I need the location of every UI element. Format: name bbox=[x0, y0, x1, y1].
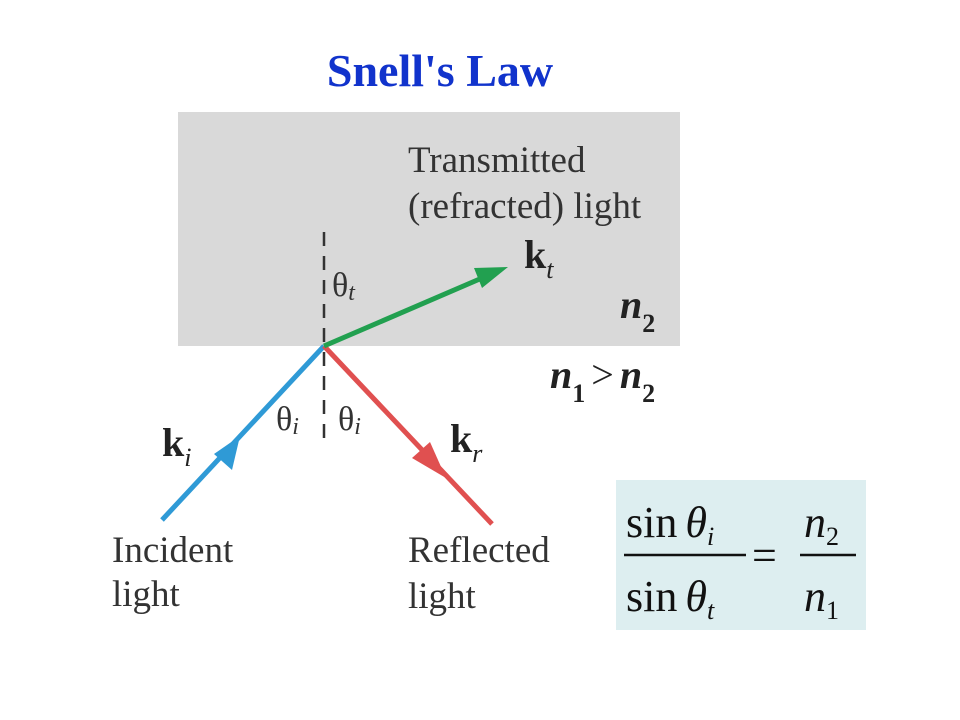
theta-i-incident-label: θi bbox=[276, 401, 299, 440]
reflected-arrow-icon bbox=[412, 442, 446, 478]
n2-label: n2 bbox=[620, 282, 655, 338]
incident-ray bbox=[160, 344, 326, 522]
incident-label-line2: light bbox=[112, 574, 181, 615]
k-t-label: kt bbox=[524, 232, 554, 284]
transmitted-arrow-icon bbox=[474, 267, 508, 288]
eq-right-denominator: n1 bbox=[804, 572, 839, 625]
k-r-label: kr bbox=[450, 416, 483, 468]
eq-right-numerator: n2 bbox=[804, 498, 839, 551]
incident-label-line1: Incident bbox=[112, 530, 234, 571]
theta-t-label: θt bbox=[332, 267, 356, 306]
k-i-label: ki bbox=[162, 420, 191, 472]
slide-title: Snell's Law bbox=[326, 45, 554, 96]
transmitted-ray bbox=[323, 269, 497, 349]
transmitted-label-line1: Transmitted bbox=[408, 140, 586, 181]
eq-equals: = bbox=[752, 531, 777, 580]
medium-2-region bbox=[178, 112, 680, 346]
reflected-ray bbox=[322, 344, 494, 526]
reflected-label-line1: Reflected bbox=[408, 530, 550, 571]
transmitted-label-line2: (refracted) light bbox=[408, 186, 642, 227]
n1-greater-n2-label: n1>n2 bbox=[550, 352, 655, 408]
theta-i-reflected-label: θi bbox=[338, 401, 361, 440]
incident-arrow-icon bbox=[214, 436, 240, 470]
reflected-label-line2: light bbox=[408, 576, 477, 617]
